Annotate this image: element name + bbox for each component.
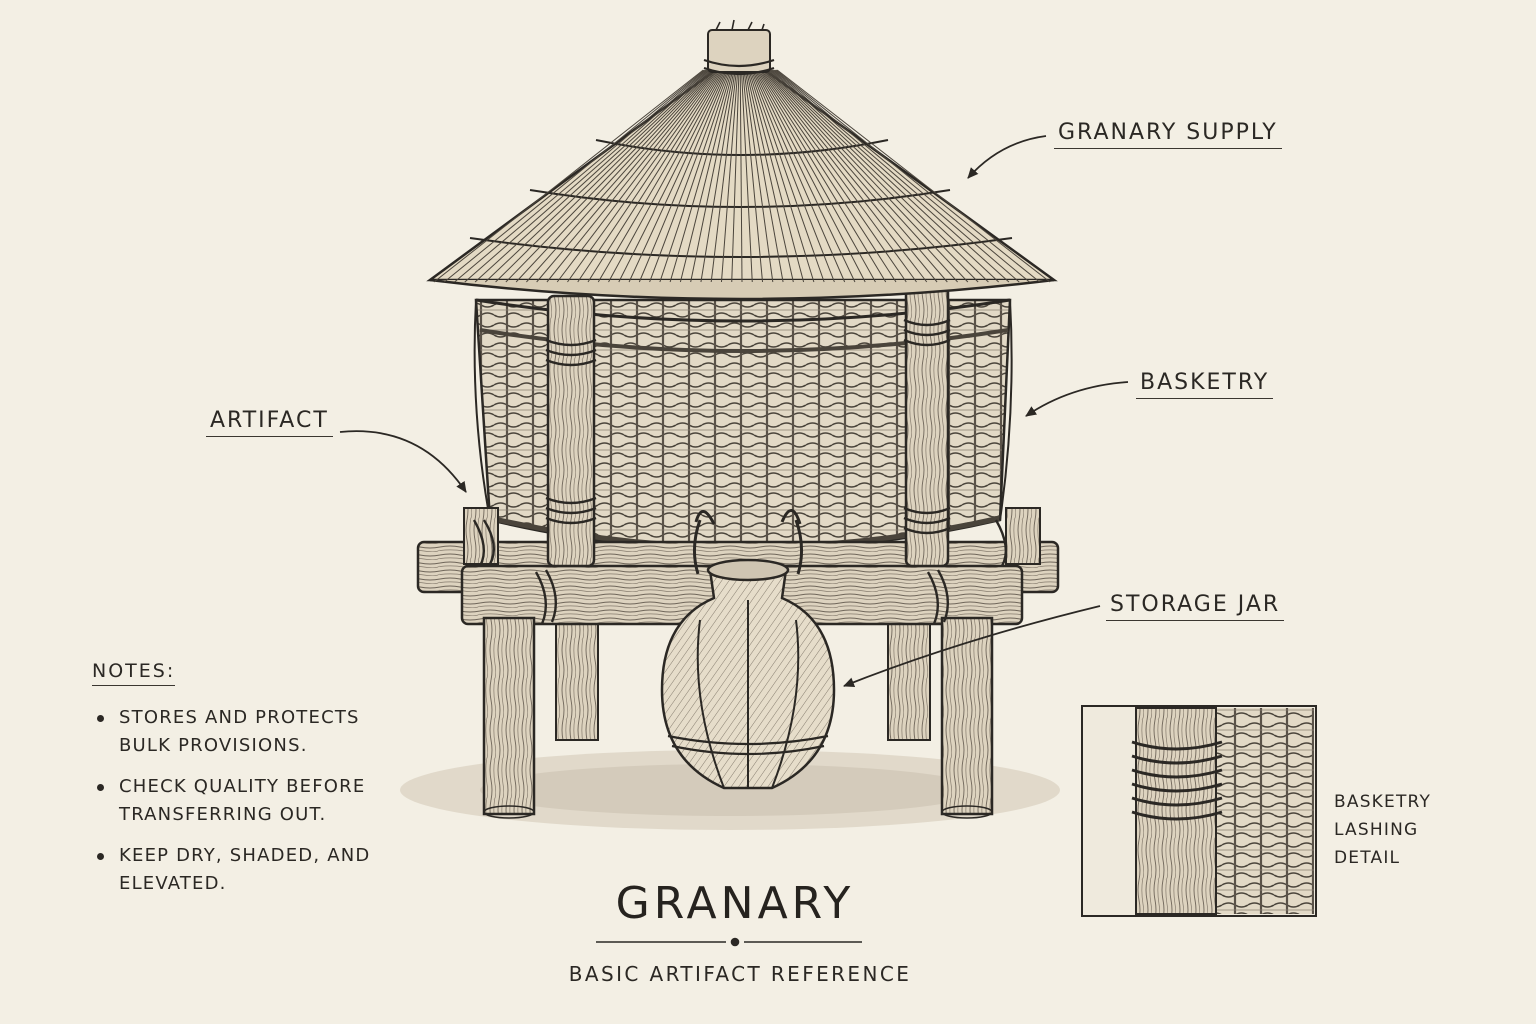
lashing-detail-inset	[1081, 705, 1317, 917]
arrow-granary-supply	[967, 135, 1047, 179]
note-item: KEEP DRY, SHADED, AND ELEVATED.	[92, 842, 412, 898]
notes-panel: NOTES: STORES AND PROTECTS BULK PROVISIO…	[92, 660, 412, 911]
callout-basketry: BASKETRY	[1136, 370, 1274, 399]
callout-storage-jar: STORAGE JAR	[1106, 592, 1285, 621]
detail-caption: BASKETRY LASHING DETAIL	[1334, 788, 1484, 872]
arrow-basketry	[1025, 381, 1129, 417]
note-item: CHECK QUALITY BEFORE TRANSFERRING OUT.	[92, 773, 412, 829]
detail-caption-line: DETAIL	[1334, 848, 1401, 868]
thatched-roof	[426, 19, 1058, 301]
notes-title: NOTES:	[92, 660, 176, 686]
callout-artifact: ARTIFACT	[206, 408, 333, 437]
storage-jar	[660, 509, 836, 790]
note-item: STORES AND PROTECTS BULK PROVISIONS.	[92, 704, 412, 760]
page-subtitle: BASIC ARTIFACT REFERENCE	[568, 962, 912, 986]
arrow-storage-jar	[843, 605, 1101, 687]
rope-lashings	[472, 318, 1008, 625]
arrow-artifact	[339, 430, 467, 493]
ground-shadow	[400, 750, 1060, 830]
page-title: GRANARY	[615, 878, 855, 929]
callout-granary-supply: GRANARY SUPPLY	[1054, 120, 1282, 149]
front-legs	[482, 616, 994, 819]
detail-caption-line: LASHING	[1334, 820, 1419, 840]
title-ornament	[596, 937, 862, 947]
detail-caption-line: BASKETRY	[1334, 792, 1432, 812]
